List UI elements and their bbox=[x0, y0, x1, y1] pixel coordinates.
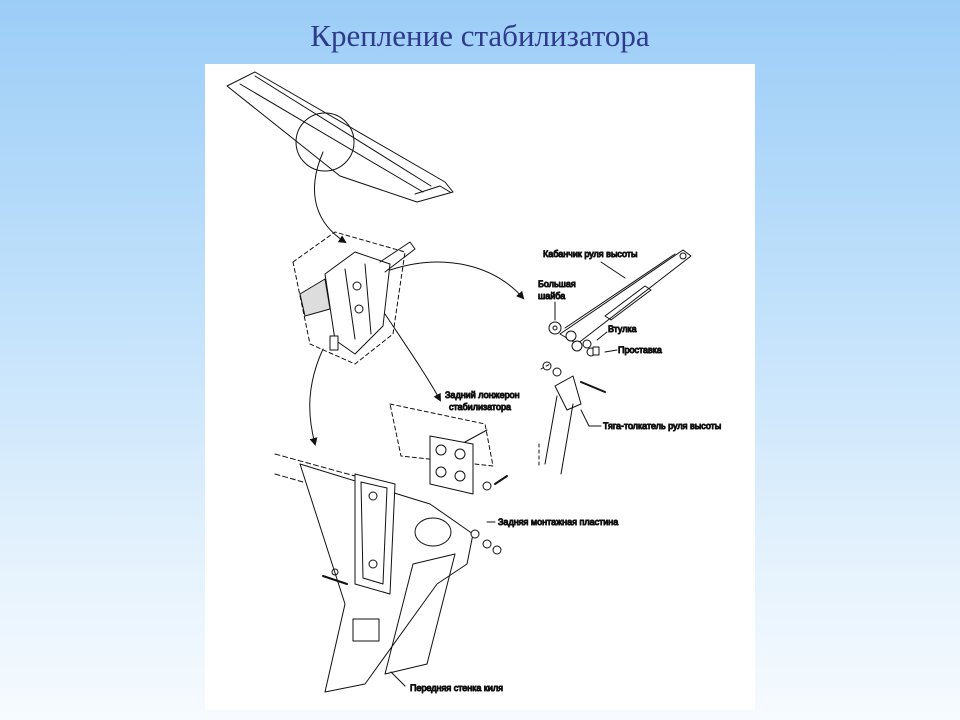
arrow-to-horn-detail bbox=[389, 261, 525, 300]
label-bushing: Втулка bbox=[608, 324, 637, 334]
stabilizer-mount-diagram: Кабанчик руля высоты Большая шайба Втулк… bbox=[205, 64, 755, 710]
label-rear-plate: Задняя монтажная пластина bbox=[498, 517, 618, 527]
label-large-washer-1: Большая bbox=[538, 279, 576, 289]
fin-front-wall bbox=[274, 453, 502, 693]
label-rear-spar-2: стабилизатора bbox=[449, 402, 511, 412]
leader-pushrod bbox=[580, 409, 602, 427]
arrow-to-mount bbox=[314, 151, 347, 244]
rear-spar-plate bbox=[389, 403, 508, 495]
washer-stack bbox=[548, 321, 600, 357]
label-rear-spar-1: Задний лонжерон bbox=[445, 390, 520, 400]
slide-title: Крепление стабилизатора bbox=[310, 18, 650, 53]
leader-fin-wall bbox=[390, 671, 406, 687]
label-spacer: Проставка bbox=[618, 345, 662, 355]
leader-bushing bbox=[596, 331, 608, 341]
leader-spacer bbox=[604, 349, 618, 353]
label-pushrod: Тяга-толкатель руля высоты bbox=[603, 421, 721, 431]
label-elevator-horn: Кабанчик руля высоты bbox=[543, 249, 637, 259]
label-large-washer-2: шайба bbox=[538, 291, 565, 301]
leader-horn bbox=[600, 261, 626, 279]
detail-circle bbox=[295, 112, 355, 172]
leader-rear-spar bbox=[464, 429, 488, 443]
elevator-horn bbox=[559, 249, 692, 349]
arrow-to-plate-detail bbox=[384, 313, 441, 402]
pushrod-assembly bbox=[538, 361, 606, 475]
stabilizer-outline bbox=[226, 71, 454, 203]
arrow-to-fin-detail bbox=[309, 348, 324, 446]
stabilizer-mount-assembly bbox=[292, 231, 416, 365]
label-front-fin-wall: Передняя стенка киля bbox=[410, 683, 503, 693]
